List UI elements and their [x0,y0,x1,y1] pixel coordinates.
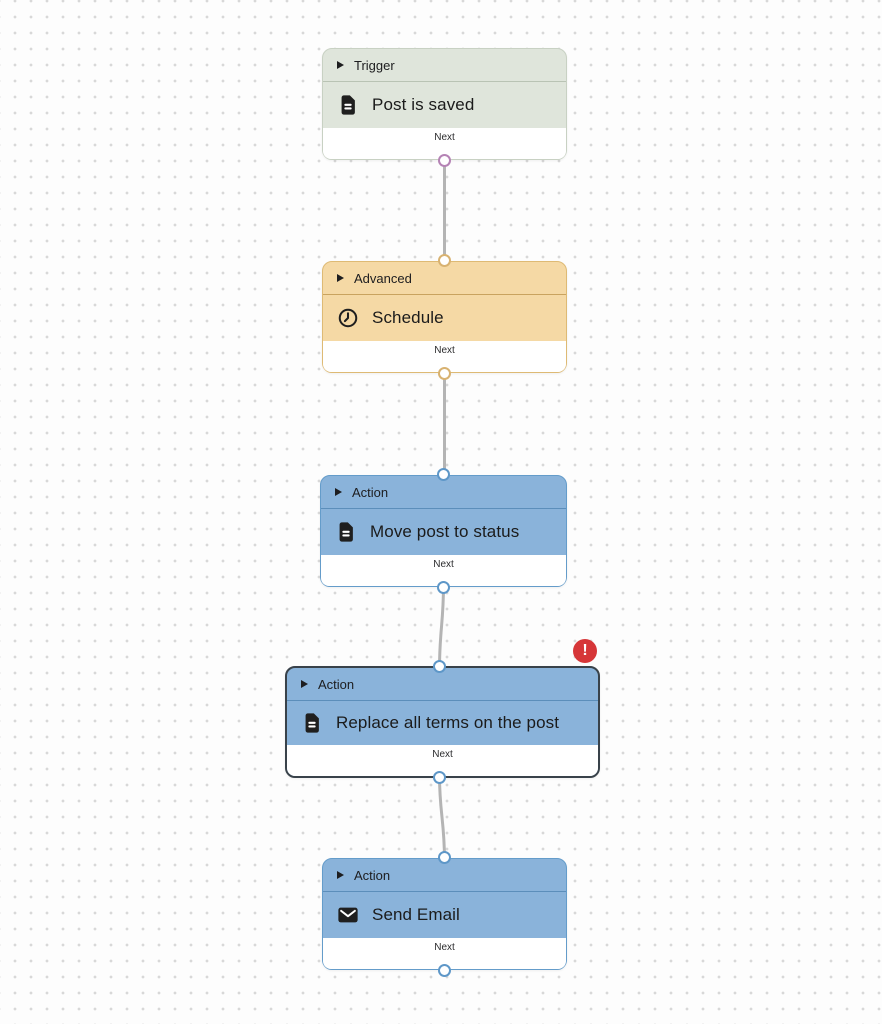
node-category-label: Action [352,484,389,500]
collapse-icon[interactable] [337,871,344,879]
document-icon [337,94,359,116]
collapse-icon[interactable] [337,274,344,282]
input-handle[interactable] [437,851,451,864]
node-action-move-post-to-status[interactable]: Action Move post to status Next [320,468,567,594]
node-header: Trigger [323,49,566,82]
node-category-label: Action [354,867,391,883]
node-header: Advanced [323,262,566,295]
input-handle[interactable] [436,468,450,481]
node-body: Post is saved [323,82,566,128]
connector-action2-to-action3 [438,775,446,861]
collapse-icon[interactable] [301,680,308,688]
node-header: Action [321,476,566,509]
node-footer: Next [321,555,566,586]
next-label: Next [434,132,455,143]
clock-icon [337,307,359,329]
next-label: Next [433,559,454,570]
connector-action1-to-action2 [438,584,445,669]
output-handle[interactable] [432,771,446,784]
node-footer: Next [323,128,566,159]
node-advanced-schedule[interactable]: Advanced Schedule Next [322,254,567,380]
input-handle[interactable] [437,254,451,267]
error-badge[interactable]: ! [573,639,597,663]
input-handle[interactable] [432,660,446,673]
node-body: Move post to status [321,509,566,555]
node-header: Action [323,859,566,892]
node-footer: Next [287,745,598,776]
node-category-label: Advanced [354,270,412,286]
node-title: Replace all terms on the post [336,713,560,732]
collapse-icon[interactable] [337,61,344,69]
node-footer: Next [323,938,566,969]
node-footer: Next [323,341,566,372]
next-label: Next [434,345,455,356]
error-badge-symbol: ! [582,642,588,659]
node-body: Replace all terms on the post [287,701,598,745]
node-action-replace-all-terms[interactable]: Action Replace all terms on the post Nex… [285,660,600,784]
node-body: Schedule [323,295,566,341]
node-trigger-post-is-saved[interactable]: Trigger Post is saved Next [322,48,567,167]
output-handle[interactable] [437,367,451,380]
node-title: Send Email [372,905,460,924]
node-title: Schedule [372,308,444,327]
output-handle[interactable] [437,964,451,977]
next-label: Next [434,942,455,953]
node-body: Send Email [323,892,566,938]
output-handle[interactable] [436,581,450,594]
node-action-send-email[interactable]: Action Send Email Next [322,851,567,977]
node-title: Post is saved [372,95,475,114]
node-title: Move post to status [370,522,520,541]
mail-icon [337,904,359,926]
next-label: Next [432,749,453,760]
collapse-icon[interactable] [335,488,342,496]
document-icon [335,521,357,543]
document-icon [301,712,323,734]
node-category-label: Trigger [354,57,395,73]
node-category-label: Action [318,676,355,692]
node-header: Action [287,668,598,701]
output-handle[interactable] [437,154,451,167]
